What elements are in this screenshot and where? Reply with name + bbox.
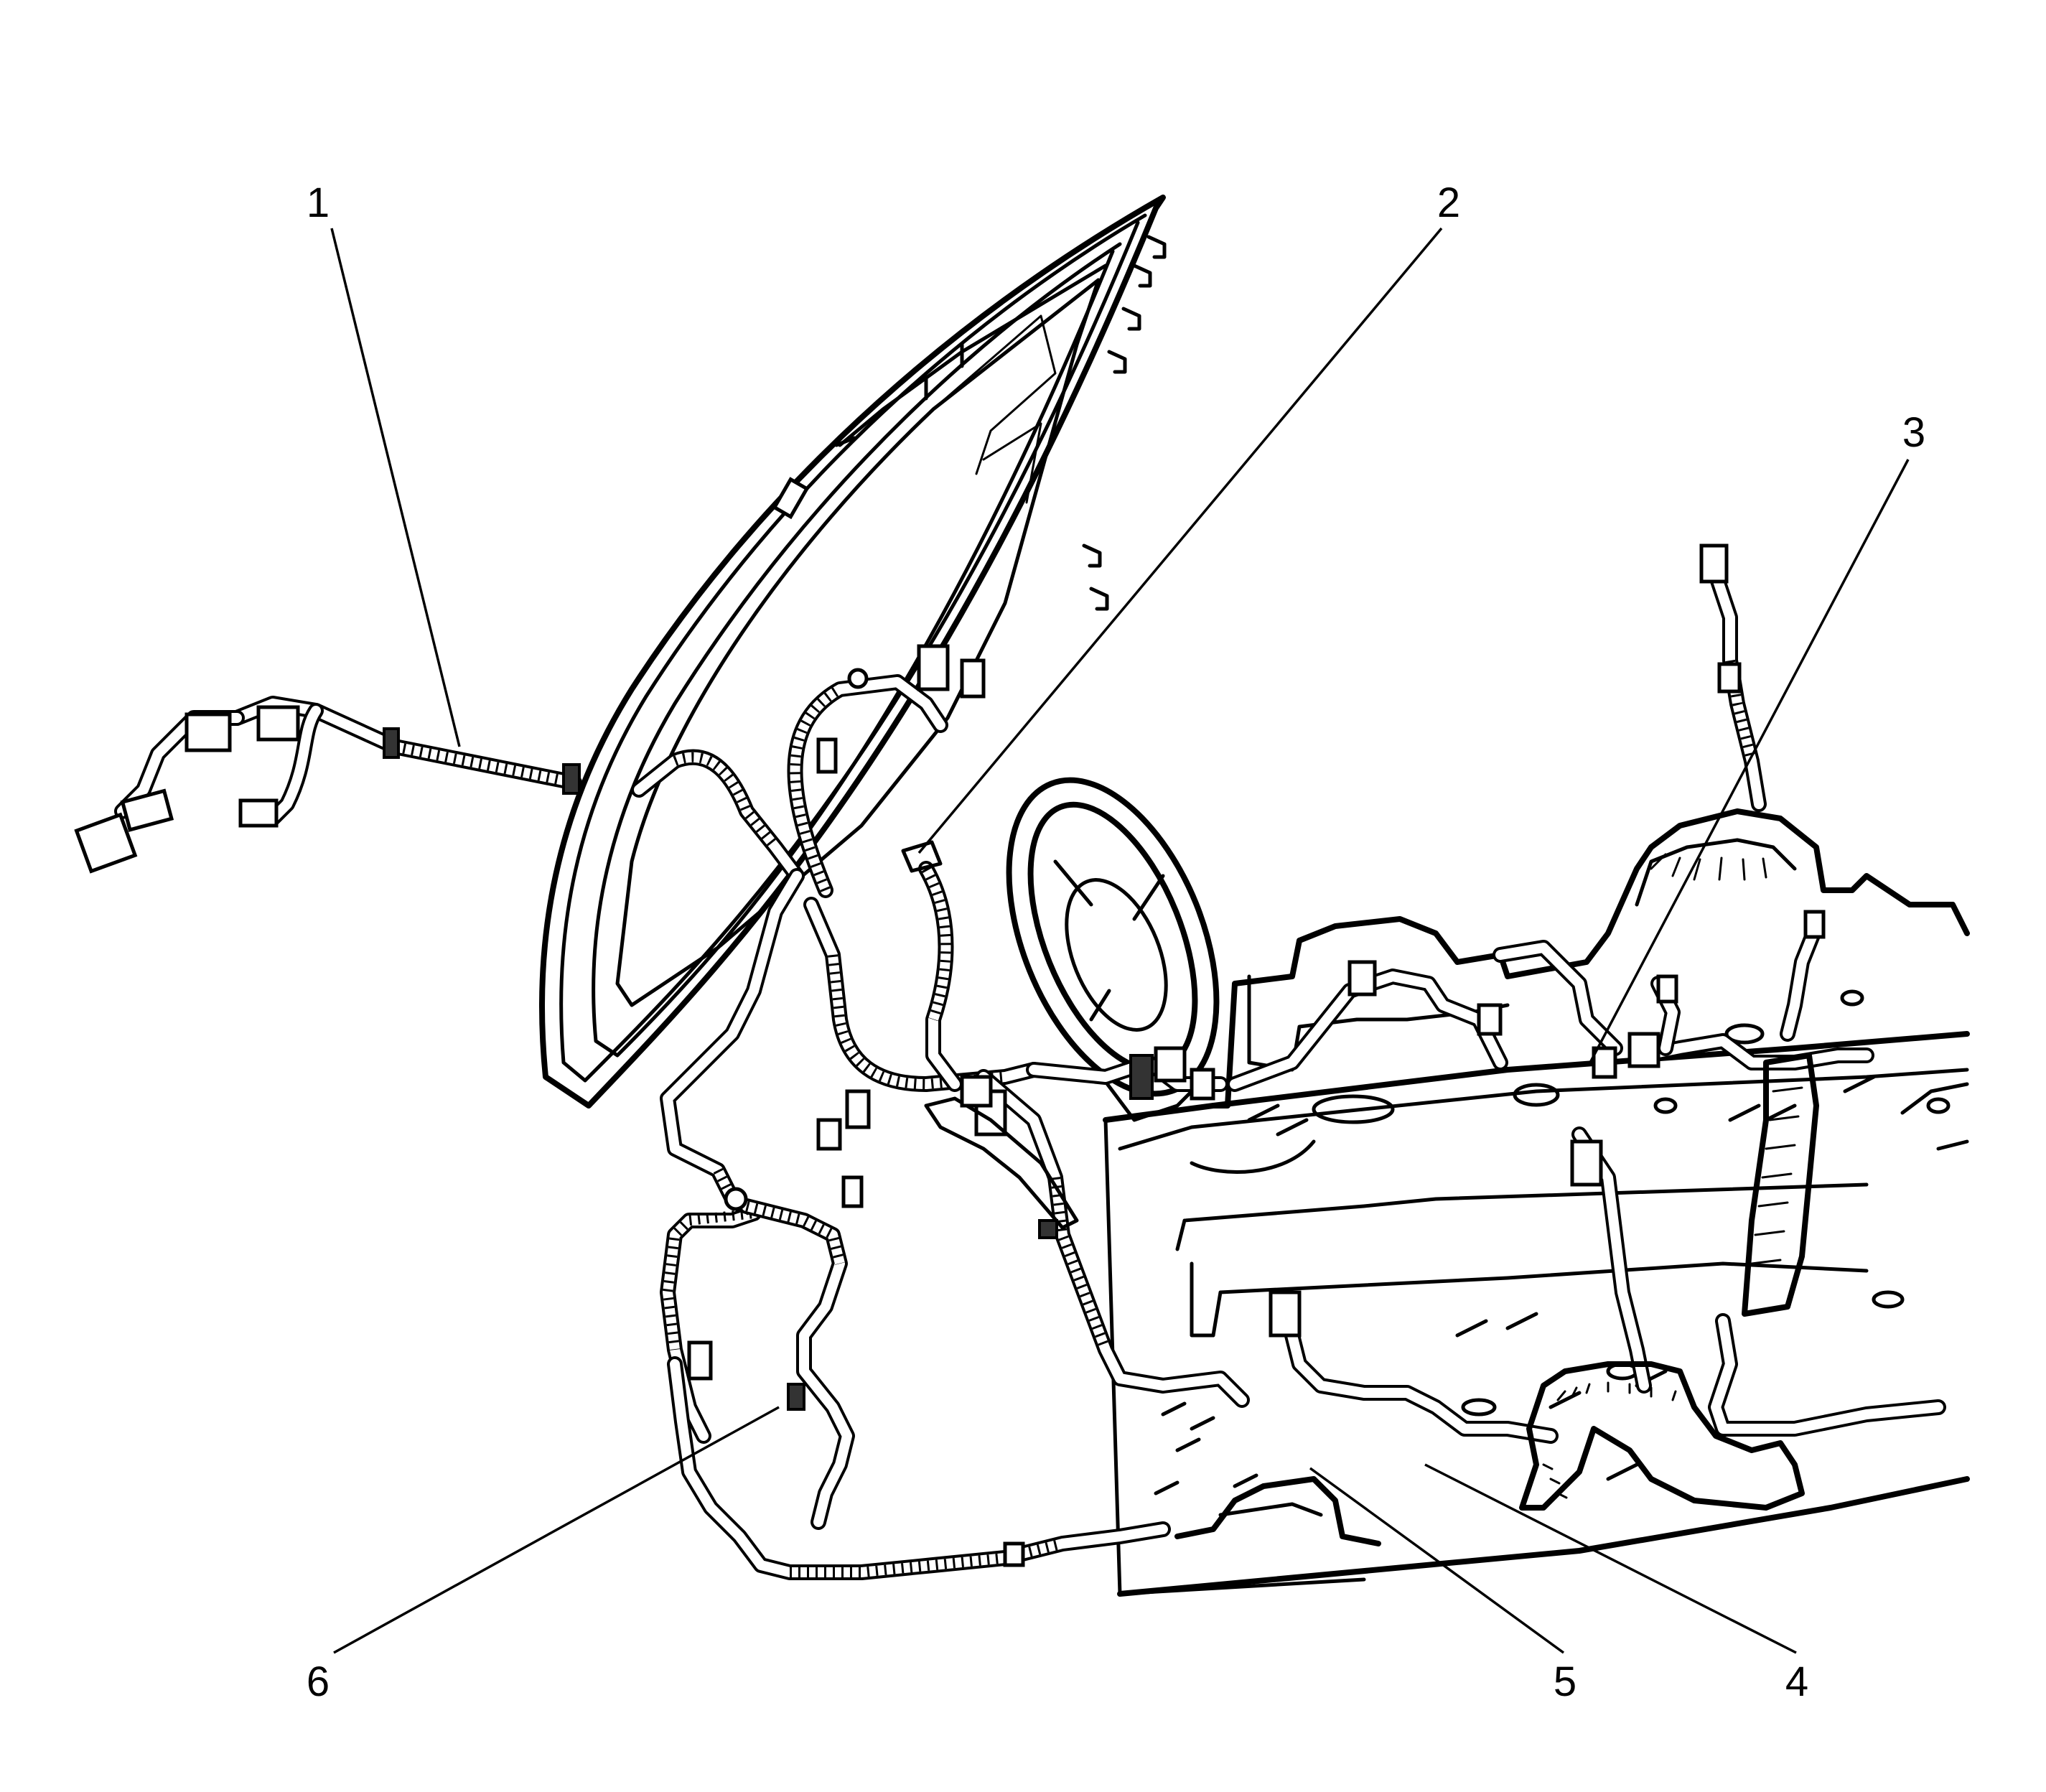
- harness-lower: [660, 868, 1171, 1580]
- harness-left-branch: [74, 696, 582, 874]
- harness-ip-main: [1026, 910, 1874, 1101]
- callout-2: 2: [1437, 179, 1460, 226]
- callout-1: 1: [307, 179, 330, 226]
- callout-leaders: [330, 227, 1910, 1654]
- left-kick-panel: [816, 1075, 1079, 1230]
- windshield: [539, 195, 1167, 1109]
- callout-4: 4: [1785, 1658, 1808, 1705]
- floor-duct: [1519, 1361, 1805, 1511]
- callout-5: 5: [1554, 1658, 1576, 1705]
- callout-6: 6: [307, 1658, 330, 1705]
- harness-center-branch: [901, 840, 963, 1092]
- harness-floor: [974, 1069, 1946, 1444]
- callout-labels: 1 2 3 4 5 6: [307, 179, 1925, 1705]
- ip-brace: [1742, 1053, 1819, 1317]
- harness-right-branch: [1699, 543, 1767, 812]
- instrument-panel: [1103, 808, 1970, 1597]
- harness-a-pillar: [631, 644, 1042, 1092]
- callout-3: 3: [1902, 409, 1925, 456]
